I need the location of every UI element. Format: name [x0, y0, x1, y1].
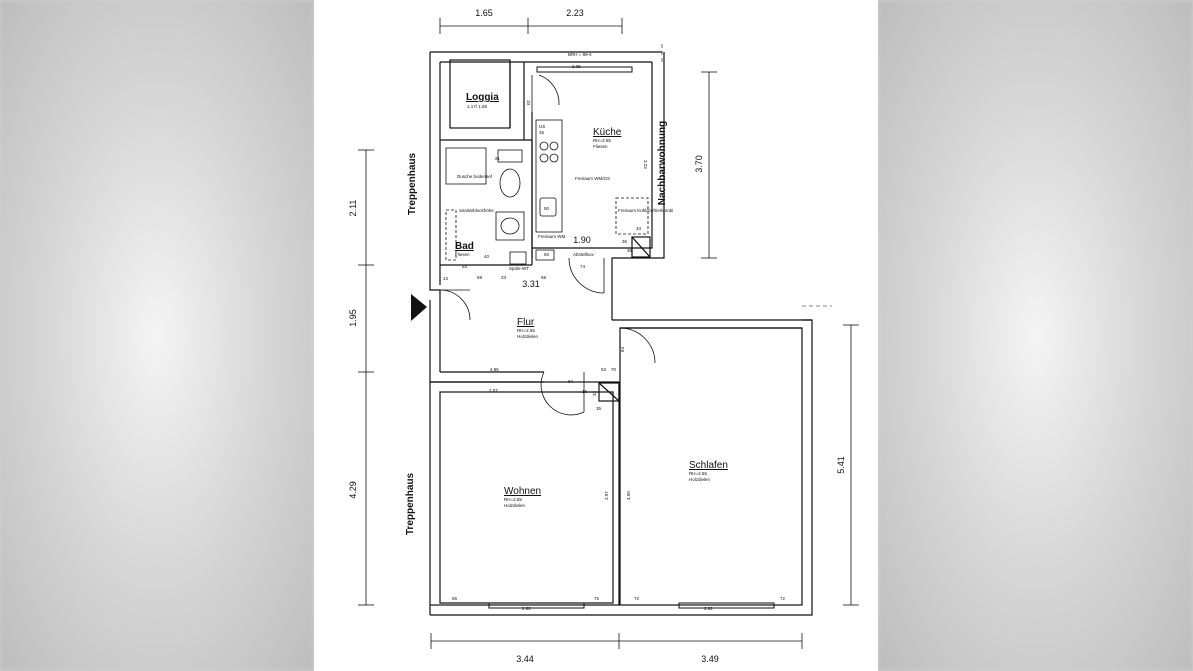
- dimension-bottom: [430, 633, 803, 649]
- label-abstellbox: Abstellbox: [573, 252, 595, 257]
- dim-window-schlafen: 2.62: [704, 606, 713, 611]
- dim-right-schlafen: 5.41: [836, 456, 846, 474]
- dim-13: 13: [443, 276, 449, 281]
- label-treppenhaus-bottom: Treppenhaus: [405, 472, 416, 535]
- kitchen-fixtures: [535, 119, 649, 261]
- room-loggia-sub: 1.17/ 1.55: [467, 104, 488, 109]
- room-flur-floor: RH=2.55: [517, 328, 535, 333]
- dim-window-wohnen: 2.62: [522, 606, 531, 611]
- dim-72a: 72: [634, 596, 640, 601]
- dim-21: 21: [495, 156, 501, 161]
- dim-34: 34: [636, 226, 642, 231]
- dim-schlafen-height: 4.50: [626, 491, 631, 500]
- dim-60: 60: [544, 252, 550, 257]
- bath-fixtures: [445, 147, 527, 265]
- room-loggia-name: Loggia: [466, 92, 499, 103]
- dim-right-kitchen: 3.70: [694, 155, 704, 173]
- dim-36a: 36: [622, 239, 628, 244]
- doors: [439, 74, 656, 416]
- room-flur-name: Flur: [517, 317, 535, 328]
- label-us-value: 35: [539, 130, 545, 135]
- dim-72b: 72: [780, 596, 786, 601]
- dim-84b: 84: [620, 346, 625, 352]
- dim-bottom-left: 3.44: [516, 654, 534, 664]
- dim-top-left: 1.65: [475, 8, 493, 18]
- dim-kitchen-width: 1.90: [573, 235, 591, 245]
- dim-bottom-right: 3.49: [701, 654, 719, 664]
- dim-64: 64: [462, 264, 468, 269]
- dim-left-bath: 2.11: [348, 200, 358, 217]
- label-us: US: [539, 124, 545, 129]
- label-freiraum-wmgs: Freiraum WM/GS: [575, 176, 610, 181]
- dim-16: 16: [582, 389, 588, 394]
- dim-70: 70: [611, 367, 617, 372]
- room-kueche-floor: RH=2.55: [593, 138, 611, 143]
- dim-flur-width: 3.31: [522, 279, 540, 289]
- label-dusche: Dusche bodentief: [457, 174, 493, 179]
- room-flur-finish: Holzdielen: [517, 334, 539, 339]
- label-spuele-wt: Spüle-WT: [509, 266, 529, 271]
- label-freiraum-kuehl: Freiraum Kühl/Gefrierkombi: [618, 208, 673, 213]
- room-schlafen-floor: RH=2.55: [689, 471, 707, 476]
- label-nachbarwohnung: Nachbarwohnung: [657, 121, 668, 205]
- dim-flur-inner: 4.95: [490, 367, 499, 372]
- dim-top-right: 2.23: [566, 8, 584, 18]
- dim-kitchen-right: 3.23: [643, 160, 648, 169]
- dimension-right-kitchen: [701, 71, 717, 259]
- floor-plan-panel: 1.65 2.23 2.11 1.95 4.29 3.70 5.41 3.44 …: [314, 0, 878, 671]
- dashed-markers: [661, 44, 832, 307]
- dim-59: 59: [477, 275, 483, 280]
- dim-58: 58: [541, 275, 547, 280]
- dim-wohnen-width-top: 2.07: [489, 388, 498, 393]
- dim-65: 65: [452, 596, 458, 601]
- label-sanitaerblock: Sanitärblockhöhe: [459, 208, 494, 213]
- room-bad-name: Bad: [455, 241, 474, 252]
- label-sink-size: 50: [544, 206, 550, 211]
- dim-75: 75: [594, 596, 600, 601]
- dim-33a: 33: [592, 390, 597, 396]
- dim-kitchen-top: 2.05: [572, 64, 581, 69]
- label-kitchen-window: BRH = 89-4: [568, 52, 592, 57]
- dim-33b: 33: [501, 275, 507, 280]
- room-wohnen-name: Wohnen: [504, 486, 541, 497]
- dim-74: 74: [580, 264, 586, 269]
- dim-53: 53: [601, 367, 607, 372]
- blurred-background-left: [0, 0, 314, 671]
- room-wohnen-finish: Holzdielen: [504, 503, 526, 508]
- room-kueche-name: Küche: [593, 127, 622, 138]
- dim-10: 10: [526, 100, 531, 106]
- dim-84a: 84: [568, 379, 574, 384]
- dim-left-flur: 1.95: [348, 309, 358, 327]
- dimension-top: [439, 18, 623, 34]
- blurred-background-right: [878, 0, 1193, 671]
- dim-36b: 36: [627, 248, 633, 253]
- room-kueche-finish: Fliesen: [593, 144, 608, 149]
- room-bad-finish: Fliesen: [455, 252, 470, 257]
- label-freiraum-wm: Freiraum WM: [538, 234, 565, 239]
- room-schlafen-name: Schlafen: [689, 460, 728, 471]
- entrance-arrow-icon: [411, 294, 427, 321]
- dim-35: 35: [596, 406, 602, 411]
- windows: [488, 66, 775, 609]
- label-treppenhaus-top: Treppenhaus: [407, 152, 418, 215]
- room-wohnen-floor: RH=2.55: [504, 497, 522, 502]
- floor-plan-drawing: 1.65 2.23 2.11 1.95 4.29 3.70 5.41 3.44 …: [348, 8, 859, 664]
- dim-left-wohnen: 4.29: [348, 481, 358, 499]
- dimension-right-schlafen: [843, 324, 859, 606]
- dim-wohnen-height: 3.97: [604, 491, 609, 500]
- dim-40: 40: [484, 254, 490, 259]
- dimension-left: [358, 149, 374, 606]
- room-schlafen-finish: Holzdielen: [689, 477, 711, 482]
